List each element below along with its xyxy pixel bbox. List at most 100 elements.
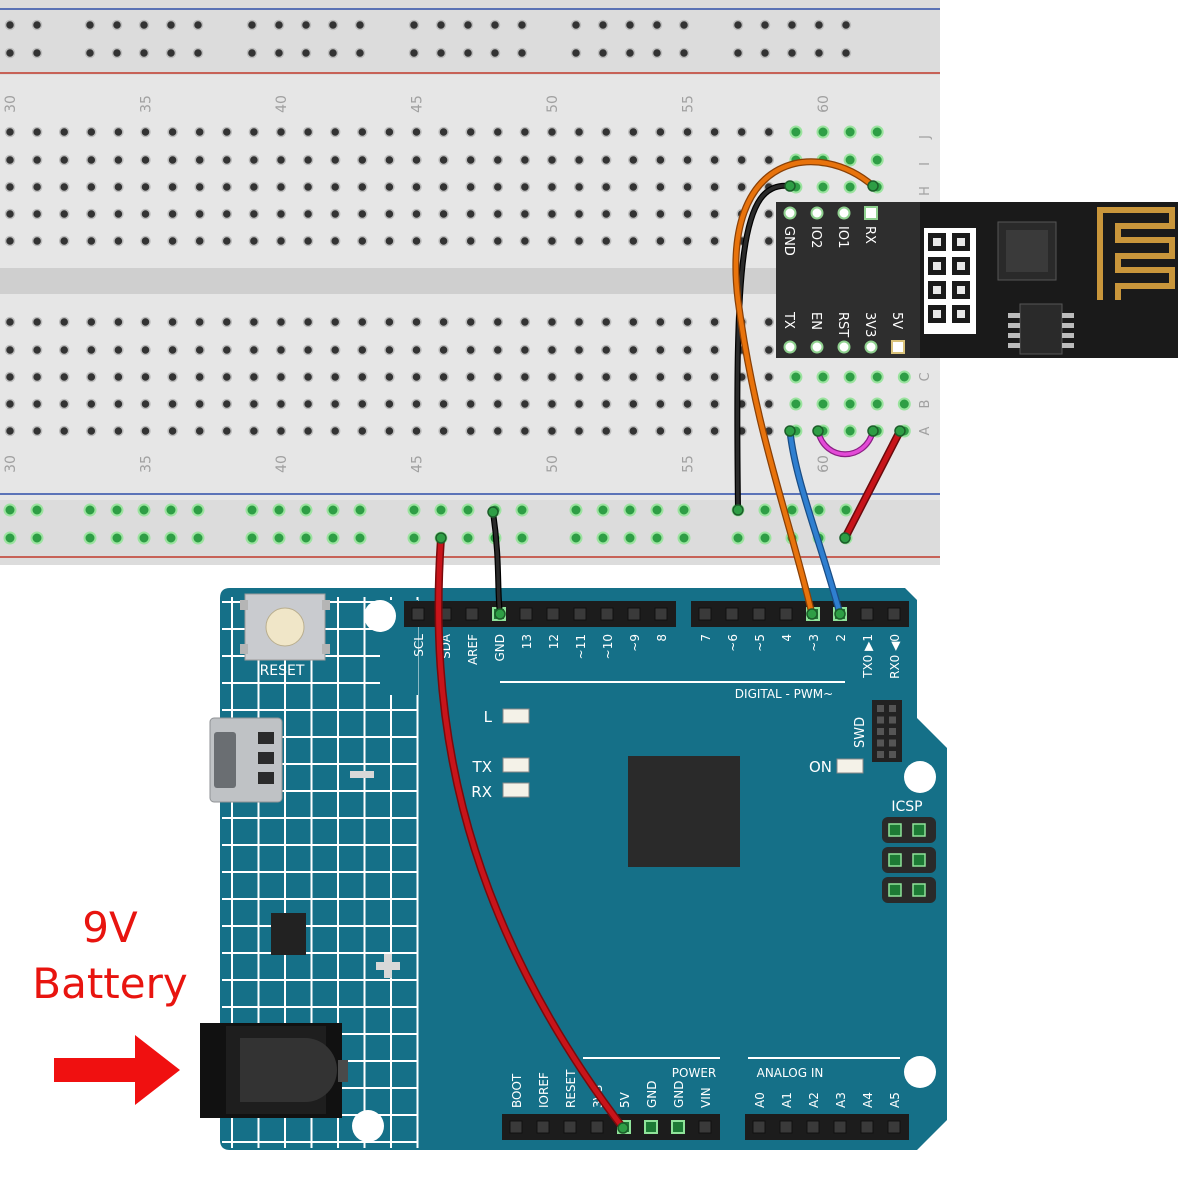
breadboard-hole <box>194 235 205 247</box>
header-pin[interactable] <box>519 607 533 621</box>
header-pin[interactable] <box>887 1120 901 1134</box>
breadboard-hole <box>628 154 639 166</box>
icsp-pin[interactable] <box>912 883 926 897</box>
icsp-pin[interactable] <box>912 853 926 867</box>
header-pin[interactable] <box>654 607 668 621</box>
breadboard-hole <box>600 126 612 138</box>
header-pin[interactable] <box>590 1120 604 1134</box>
icsp-pin[interactable] <box>888 883 902 897</box>
header-pin[interactable] <box>860 607 874 621</box>
breadboard-hole <box>546 181 558 193</box>
breadboard-rail-hole <box>596 531 610 545</box>
header-pin[interactable] <box>752 607 766 621</box>
breadboard-rail-hole <box>245 531 259 545</box>
icsp-pin[interactable] <box>888 853 902 867</box>
breadboard-hole <box>789 125 803 139</box>
battery-label-9v: 9V <box>82 903 138 952</box>
reset-button[interactable] <box>240 593 330 661</box>
header-pin[interactable] <box>465 607 479 621</box>
breadboard-hole <box>411 126 422 138</box>
breadboard-hole <box>600 154 612 166</box>
breadboard-hole <box>816 370 830 384</box>
breadboard-hole <box>384 126 395 138</box>
header-pin[interactable] <box>887 607 901 621</box>
esp01-pin-label: EN <box>808 312 823 330</box>
pin-label: BOOT <box>510 1073 524 1108</box>
breadboard-hole <box>492 398 504 410</box>
breadboard-hole <box>194 425 205 437</box>
header-pin[interactable] <box>411 607 425 621</box>
header-pin[interactable] <box>860 1120 874 1134</box>
esp01-pin-label: TX <box>781 311 796 329</box>
header-pin[interactable] <box>698 607 712 621</box>
breadboard-hole <box>628 425 639 437</box>
header-pin[interactable] <box>752 1120 766 1134</box>
header-pin[interactable] <box>779 1120 793 1134</box>
breadboard-hole <box>275 154 287 166</box>
breadboard-hole <box>655 235 666 247</box>
breadboard-hole <box>248 181 260 193</box>
header-pin[interactable] <box>509 1120 523 1134</box>
header-pin[interactable] <box>536 1120 550 1134</box>
breadboard-hole <box>58 371 70 383</box>
header-pin[interactable] <box>779 607 793 621</box>
breadboard-hole <box>221 208 233 220</box>
header-pin[interactable] <box>546 607 560 621</box>
breadboard-hole <box>519 208 531 220</box>
esp01-header <box>928 233 970 323</box>
led-l <box>502 708 530 724</box>
header-pin[interactable] <box>644 1120 658 1134</box>
header-pin[interactable] <box>671 1120 685 1134</box>
breadboard-rail-hole <box>623 531 637 545</box>
header-pin[interactable] <box>833 1120 847 1134</box>
breadboard-rail-hole <box>435 47 447 59</box>
breadboard-hole <box>167 235 178 247</box>
header-pin[interactable] <box>806 1120 820 1134</box>
breadboard-hole <box>438 316 449 328</box>
breadboard-hole <box>384 181 395 193</box>
breadboard-hole <box>519 344 531 356</box>
header-pin[interactable] <box>573 607 587 621</box>
pin-label: RESET <box>564 1069 578 1108</box>
header-pin[interactable] <box>698 1120 712 1134</box>
breadboard-hole <box>709 371 720 383</box>
breadboard-hole <box>546 208 558 220</box>
breadboard-hole <box>682 371 693 383</box>
breadboard-hole <box>275 425 287 437</box>
header-pin[interactable] <box>563 1120 577 1134</box>
breadboard-hole <box>86 235 97 247</box>
breadboard-hole <box>600 344 612 356</box>
icsp-pin[interactable] <box>912 823 926 837</box>
breadboard-hole <box>384 344 395 356</box>
breadboard-hole <box>600 398 612 410</box>
breadboard-hole <box>546 126 558 138</box>
breadboard-hole <box>628 126 639 138</box>
dc-power-jack[interactable] <box>200 1023 348 1118</box>
breadboard-hole <box>167 208 178 220</box>
breadboard-hole <box>31 425 43 437</box>
icsp-pin[interactable] <box>888 823 902 837</box>
breadboard-hole <box>31 181 43 193</box>
header-pin[interactable] <box>725 607 739 621</box>
esp01-pin <box>783 206 797 220</box>
breadboard-hole <box>113 126 124 138</box>
breadboard-hole <box>167 425 178 437</box>
breadboard-rail-hole <box>786 47 798 59</box>
breadboard-hole <box>140 154 151 166</box>
led-tx <box>502 757 530 773</box>
breadboard-hole <box>140 181 151 193</box>
pin-label: 2 <box>834 634 848 642</box>
header-pin[interactable] <box>627 607 641 621</box>
breadboard-hole <box>519 154 531 166</box>
breadboard-hole <box>492 154 504 166</box>
swd-label: SWD <box>853 717 868 748</box>
breadboard-rail-hole <box>516 19 528 31</box>
breadboard-rail-hole <box>299 531 313 545</box>
header-pin[interactable] <box>600 607 614 621</box>
breadboard-rail-hole <box>434 503 448 517</box>
breadboard-hole <box>411 208 422 220</box>
breadboard-hole <box>140 371 151 383</box>
breadboard-hole <box>221 316 233 328</box>
